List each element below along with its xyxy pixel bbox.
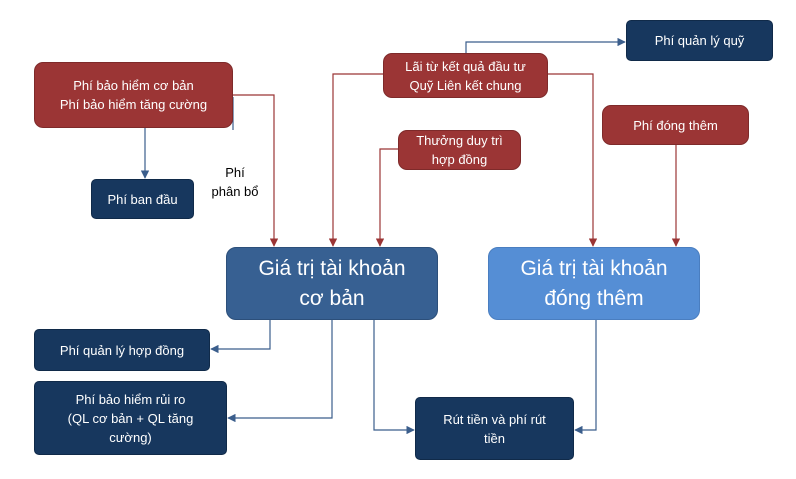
investment-interest-node: Lãi từ kết quả đầu tư Quỹ Liên kết chung [383,53,548,98]
fund-management-fee-node: Phí quản lý quỹ [626,20,773,61]
connector-account-to-contract-fee [210,320,271,354]
topup-premium-node: Phí đóng thêm [602,105,749,145]
connector-interest-to-fund-fee [465,37,626,53]
connector-account-to-risk-fee [227,320,333,423]
connector-bonus-to-basic-account [375,148,398,247]
basic-account-value-node: Giá trị tài khoản cơ bản [226,247,438,320]
connector-basic-premium-to-account [233,94,279,247]
topup-account-value-node: Giá trị tài khoản đóng thêm [488,247,700,320]
connector-account-to-withdrawal [373,320,415,435]
withdrawal-node: Rút tiền và phí rút tiền [415,397,574,460]
loyalty-bonus-node: Thưởng duy trì hợp đồng [398,130,521,170]
connector-interest-to-topup-account [548,73,598,247]
contract-management-fee-node: Phí quản lý hợp đồng [34,329,210,371]
connector-interest-to-basic-account [328,73,383,247]
allocation-fee-label: Phí phân bổ [211,165,259,199]
basic-premium-node: Phí bảo hiểm cơ bản Phí bảo hiểm tăng cư… [34,62,233,128]
risk-insurance-fee-node: Phí bảo hiểm rủi ro (QL cơ bản + QL tăng… [34,381,227,455]
initial-fee-node: Phí ban đầu [91,179,194,219]
connector-topup-to-withdrawal [574,320,597,435]
